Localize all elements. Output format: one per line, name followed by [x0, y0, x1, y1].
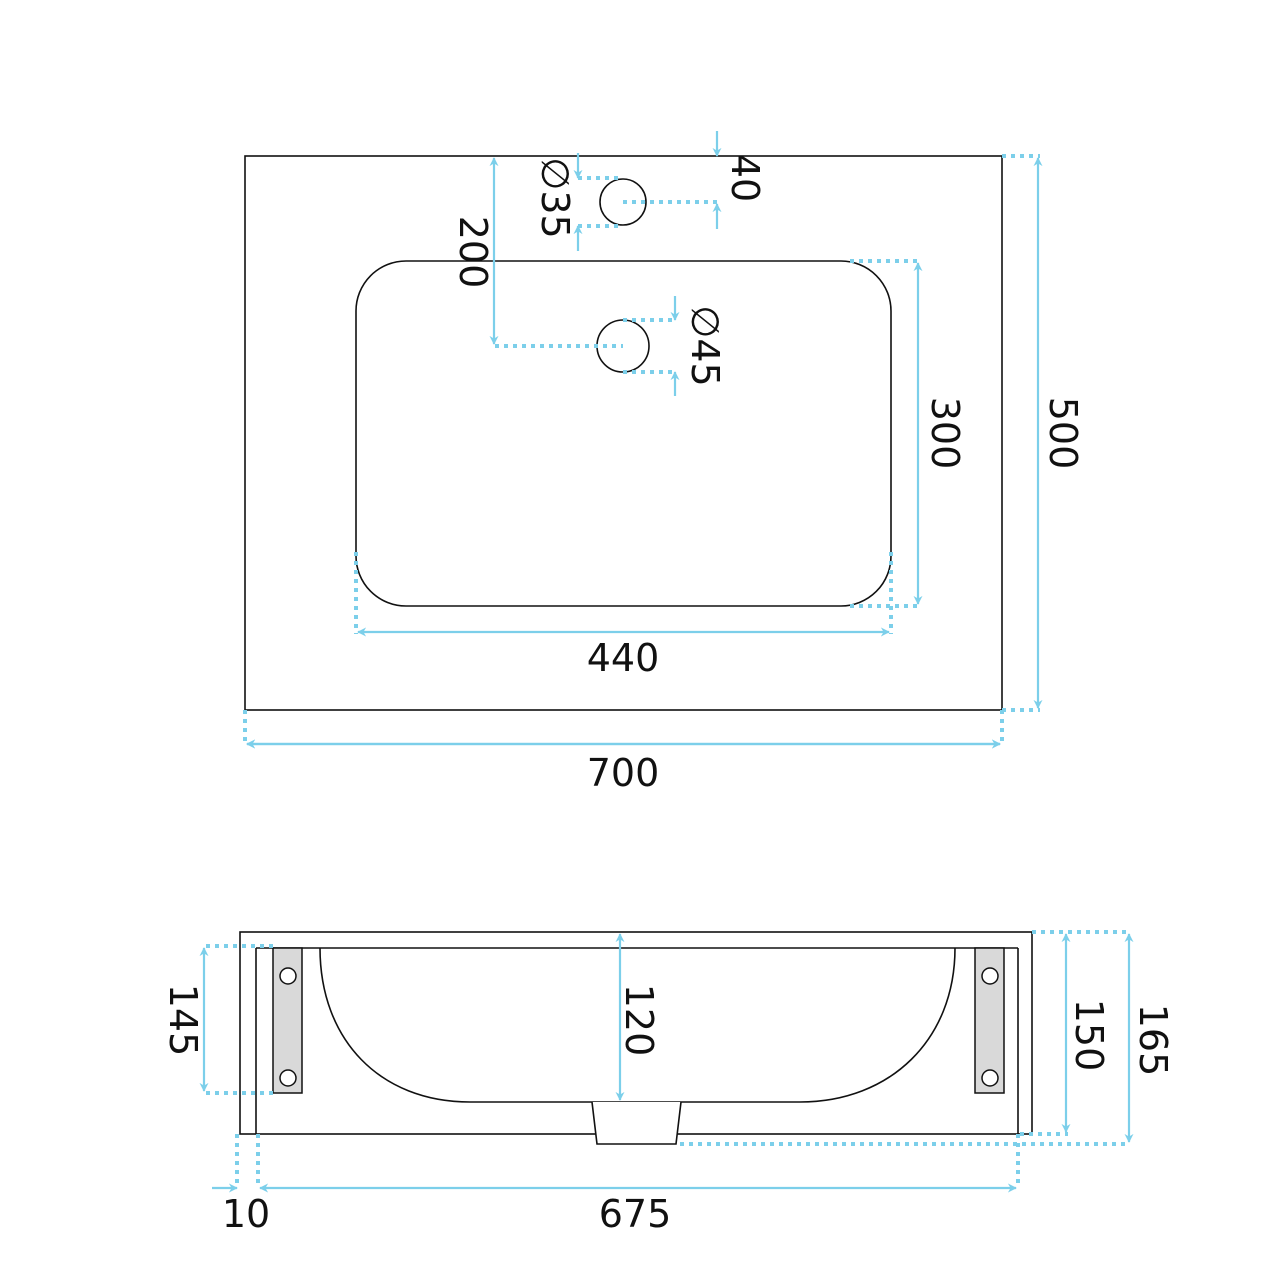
left-bracket	[272, 947, 303, 1094]
label-drain-offset: 200	[451, 216, 495, 289]
dim-width-700	[243, 710, 1004, 749]
dim-overhang-10	[212, 1134, 260, 1193]
label-body-height: 150	[1067, 999, 1111, 1072]
label-basin-width: 440	[587, 636, 660, 680]
dim-basin-depth-300	[850, 259, 923, 608]
label-length: 675	[599, 1192, 672, 1236]
right-bracket-screw-bottom	[981, 1069, 999, 1087]
dim-total-165	[680, 930, 1134, 1146]
dim-drain-offset-200	[489, 157, 623, 348]
dim-bracket-145	[199, 944, 273, 1095]
label-tap-offset: 40	[723, 154, 767, 202]
dim-depth-500	[1002, 154, 1043, 712]
label-basin-depth: 300	[923, 397, 967, 470]
basin-outline	[355, 260, 892, 607]
top-view: 700 500 440 300 200 ∅45 ∅35 40	[243, 131, 1085, 795]
label-total-height: 165	[1131, 1004, 1175, 1077]
drain-outlet	[591, 1101, 682, 1145]
label-basin-depth-side: 120	[617, 984, 661, 1057]
label-overhang: 10	[222, 1192, 270, 1236]
label-drain-diameter: ∅45	[683, 305, 727, 386]
right-bracket-screw-top	[981, 967, 999, 985]
left-bracket-screw-bottom	[279, 1069, 297, 1087]
countertop-outline	[244, 155, 1003, 711]
right-bracket	[974, 947, 1005, 1094]
side-view: 145 120 150 165 10 675	[161, 930, 1175, 1236]
left-bracket-screw-top	[279, 967, 297, 985]
label-bracket-height: 145	[161, 984, 205, 1057]
label-width: 700	[587, 751, 660, 795]
dim-basin-width-440	[354, 552, 893, 637]
tap-hole	[599, 178, 647, 226]
label-tap-diameter: ∅35	[533, 157, 577, 238]
dim-tap-diameter-35	[573, 153, 623, 251]
label-depth: 500	[1041, 397, 1085, 470]
dim-tap-offset-40	[623, 131, 722, 229]
dim-length-675	[259, 1134, 1020, 1193]
dim-drain-diameter-45	[623, 296, 680, 396]
dim-body-150	[1020, 930, 1071, 1136]
